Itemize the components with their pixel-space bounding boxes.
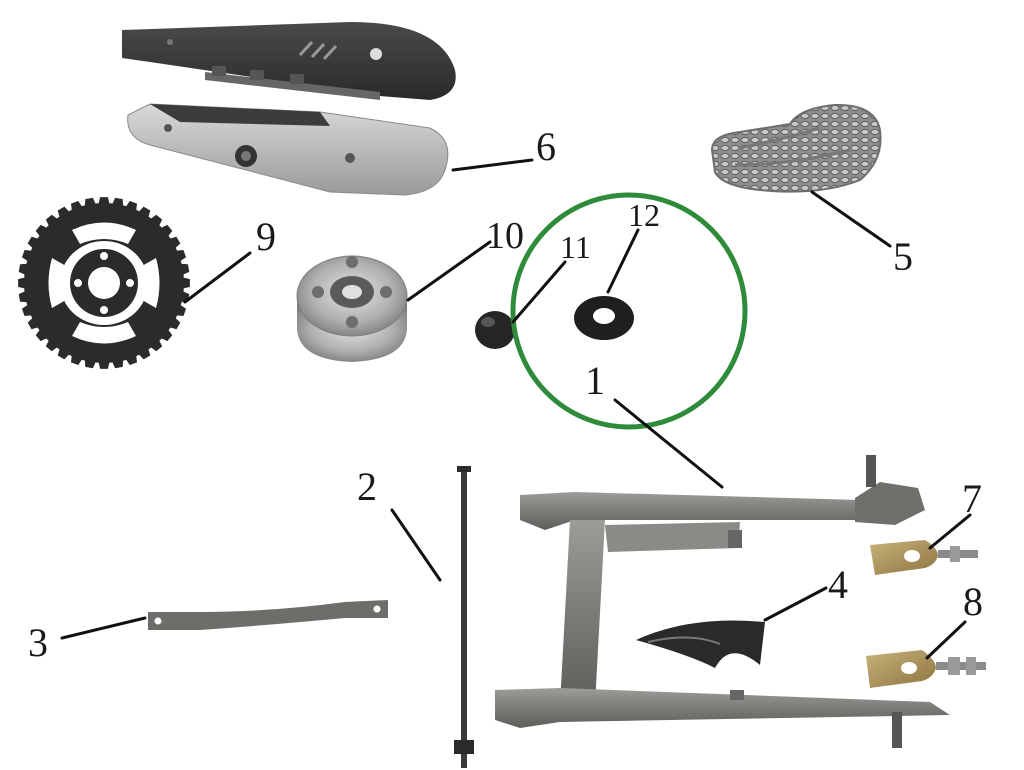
highlight-circle	[510, 192, 748, 430]
part-number-4: 4	[828, 562, 848, 607]
part-number-7: 7	[962, 476, 982, 521]
sprocket-tooth	[149, 338, 163, 352]
sprocket-tooth	[111, 197, 124, 208]
sprocket-tooth	[57, 347, 71, 360]
part-number-10: 10	[486, 215, 524, 257]
sprocket-tooth	[21, 249, 33, 262]
sprocket-tooth	[98, 360, 110, 369]
part-number-2: 2	[357, 464, 377, 509]
sprocket-tooth	[168, 316, 181, 330]
sprocket-tooth	[175, 304, 187, 317]
sprocket-tooth	[159, 224, 173, 238]
chain-guard-illustration	[122, 22, 456, 196]
leader-line-3	[60, 616, 147, 640]
leader-line-4	[763, 586, 828, 622]
brake-torque-rod-illustration	[148, 600, 388, 630]
part-number-9: 9	[256, 214, 276, 259]
sprocket-tooth	[179, 263, 190, 276]
leader-line-2	[390, 508, 442, 582]
leader-line-1	[613, 398, 724, 489]
sprocket-tooth	[27, 316, 40, 330]
leader-line-10	[406, 240, 492, 302]
part-number-12: 12	[628, 197, 660, 233]
sprocket-tooth	[70, 200, 83, 212]
sprocket-tooth	[84, 358, 97, 369]
sprocket-tooth	[159, 328, 173, 342]
part-number-6: 6	[536, 124, 556, 169]
part-number-1: 1	[585, 358, 605, 403]
sprocket-tooth	[18, 290, 29, 303]
sprocket-tooth	[84, 197, 97, 208]
rear-sprocket-illustration	[18, 197, 190, 369]
sprocket-tooth	[137, 206, 151, 219]
leader-line-7	[928, 513, 972, 550]
sprocket-tooth	[35, 328, 49, 342]
part-number-3: 3	[28, 620, 48, 665]
sprocket-tooth	[27, 236, 40, 250]
part-number-11: 11	[560, 229, 591, 265]
sprocket-tooth	[175, 249, 187, 262]
sprocket-tooth	[45, 214, 59, 228]
leader-line-11	[511, 260, 567, 324]
sprocket-tooth	[149, 214, 163, 228]
part-number-5: 5	[893, 234, 913, 279]
sprocket-tooth	[45, 338, 59, 352]
sprocket-tooth	[98, 197, 110, 206]
sprocket-tooth	[181, 277, 190, 289]
part-number-8: 8	[963, 579, 983, 624]
sprocket-tooth	[21, 304, 33, 317]
pivot-axle-illustration	[454, 466, 474, 768]
sprocket-tooth	[70, 354, 83, 366]
leader-line-8	[925, 620, 967, 660]
rubber-cap-illustration	[475, 311, 515, 349]
swingarm-illustration	[495, 455, 950, 748]
sprocket-tooth	[18, 277, 27, 289]
rubber-washer-illustration	[574, 296, 634, 340]
leader-line-12	[606, 228, 640, 294]
sprocket-tooth	[57, 206, 71, 219]
sprocket-tooth	[35, 224, 49, 238]
sprocket-tooth	[168, 236, 181, 250]
sprocket-tooth	[125, 200, 138, 212]
chain-slider-illustration	[636, 620, 765, 668]
chain-adjuster-left-illustration	[866, 650, 986, 688]
sprocket-tooth	[111, 358, 124, 369]
leader-line-5	[810, 190, 892, 248]
sprocket-hub-illustration	[296, 255, 408, 362]
sprocket-tooth	[125, 354, 138, 366]
drive-chain-illustration	[710, 103, 882, 193]
leader-line-6	[451, 158, 534, 172]
sprocket-tooth	[18, 263, 29, 276]
sprocket-tooth	[137, 347, 151, 360]
chain-adjuster-right-illustration	[870, 540, 978, 575]
leader-line-9	[183, 251, 252, 304]
